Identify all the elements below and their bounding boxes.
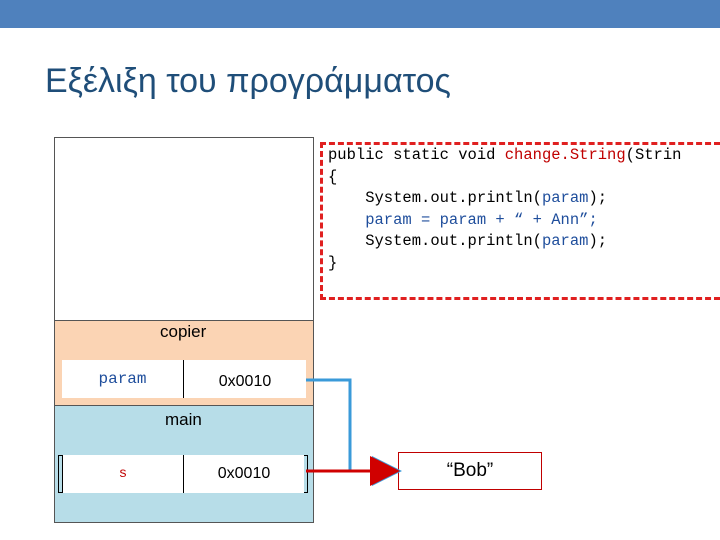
code-println-arg-2: param [541,232,589,250]
param-variable-value: 0x0010 [184,360,306,398]
top-accent-bar [0,0,720,28]
code-line-4: param = param + “ + Ann”; [328,210,598,229]
param-name-text: param [98,370,147,388]
code-println-suffix: ); [588,189,608,207]
s-variable-value: 0x0010 [184,455,304,493]
code-line-2: { [328,167,338,186]
code-println-suffix-2: ); [588,232,608,250]
code-println-arg: param [541,189,589,207]
copier-frame-label: copier [160,322,207,341]
code-params: (Strin [625,146,682,164]
s-value-text: 0x0010 [217,465,271,482]
s-name-text: s [118,466,128,482]
param-reference-arrow [306,378,402,486]
s-variable-name: s [62,455,184,493]
page-title: Εξέλιξη του προγράμματος [45,62,451,100]
code-keywords: public static void [328,146,505,164]
empty-stack-area [54,137,314,321]
param-variable-name: param [62,360,184,398]
heap-string-object: “Bob” [398,452,542,490]
param-value-text: 0x0010 [218,373,272,390]
code-method-name: change.String [504,146,626,164]
code-line-6: } [328,253,338,272]
code-highlight-box [320,142,720,300]
code-line-5: System.out.println(param); [328,232,607,250]
code-line-3: System.out.println(param); [328,189,607,207]
main-frame-label: main [165,410,202,429]
code-line-1: public static void change.String(Strin [328,146,681,164]
code-block: public static void change.String(Strin {… [328,145,681,274]
code-println-prefix: System.out.println( [328,189,542,207]
code-println-prefix-2: System.out.println( [328,232,542,250]
heap-string-value: “Bob” [446,460,494,481]
